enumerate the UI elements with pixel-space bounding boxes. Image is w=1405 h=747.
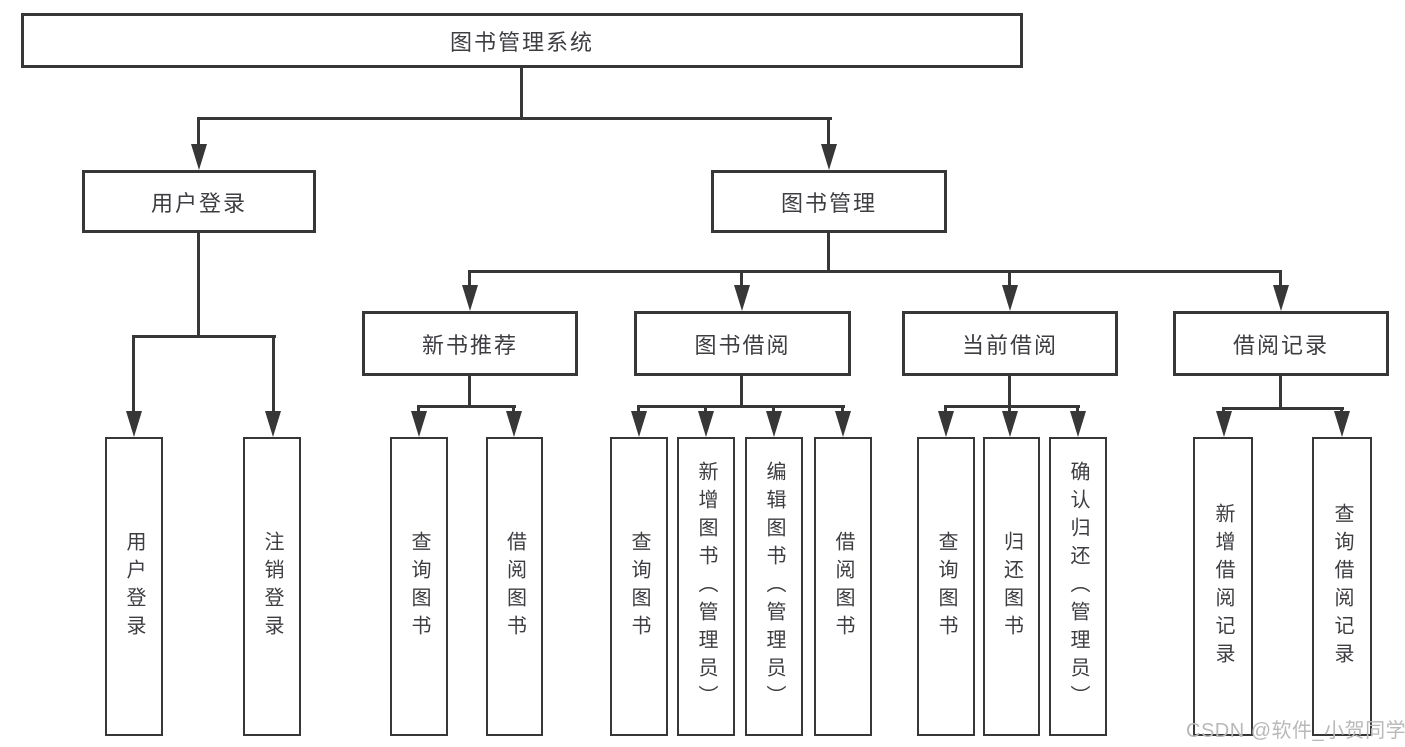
node-book-management: 图书管理	[711, 170, 947, 233]
leaf-add-book-admin-label: 新增图书（管理员）	[695, 460, 717, 713]
connector-line	[468, 270, 471, 288]
leaf-add-borrow-record-label: 新增借阅记录	[1212, 502, 1234, 671]
connector-line	[827, 233, 830, 273]
node-root: 图书管理系统	[21, 13, 1023, 68]
node-new-book-recommend: 新书推荐	[362, 311, 578, 376]
connector-line	[132, 335, 276, 338]
leaf-query-books-borrowing-label: 查询图书	[628, 530, 650, 643]
leaf-edit-book-admin-label: 编辑图书（管理员）	[763, 460, 785, 713]
arrow-down-icon	[1002, 285, 1018, 311]
arrow-down-icon	[835, 411, 851, 437]
arrow-down-icon	[462, 285, 478, 311]
arrow-down-icon	[631, 411, 647, 437]
arrow-down-icon	[126, 411, 142, 437]
leaf-edit-book-admin: 编辑图书（管理员）	[745, 437, 803, 736]
connector-line	[637, 405, 845, 408]
arrow-down-icon	[1216, 411, 1232, 437]
leaf-query-books-borrowing: 查询图书	[610, 437, 668, 736]
leaf-borrow-books-borrowing-label: 借阅图书	[832, 530, 854, 643]
connector-line	[827, 117, 830, 147]
connector-line	[197, 117, 200, 147]
connector-line	[520, 65, 523, 119]
connector-line	[468, 270, 1282, 273]
connector-line	[468, 376, 471, 407]
arrow-down-icon	[265, 411, 281, 437]
connector-line	[740, 270, 743, 288]
connector-line	[1279, 376, 1282, 409]
leaf-borrow-books-borrowing: 借阅图书	[814, 437, 872, 736]
arrow-down-icon	[734, 285, 750, 311]
leaf-add-borrow-record: 新增借阅记录	[1193, 437, 1253, 736]
leaf-user-login: 用户登录	[105, 437, 163, 736]
node-book-borrowing: 图书借阅	[634, 311, 851, 376]
leaf-query-books-current: 查询图书	[917, 437, 975, 736]
leaf-query-borrow-record: 查询借阅记录	[1312, 437, 1372, 736]
arrow-down-icon	[698, 411, 714, 437]
node-current-borrowing: 当前借阅	[902, 311, 1118, 376]
leaf-query-books-recommend: 查询图书	[390, 437, 448, 736]
leaf-add-book-admin: 新增图书（管理员）	[677, 437, 735, 736]
leaf-query-books-recommend-label: 查询图书	[408, 530, 430, 643]
connector-line	[197, 233, 200, 337]
connector-line	[1222, 407, 1344, 410]
leaf-query-books-current-label: 查询图书	[935, 530, 957, 643]
arrow-down-icon	[821, 144, 837, 170]
leaf-borrow-books-recommend: 借阅图书	[486, 437, 543, 736]
node-user-login: 用户登录	[82, 170, 316, 233]
arrow-down-icon	[1273, 285, 1289, 311]
leaf-user-login-label: 用户登录	[123, 530, 145, 643]
leaf-logout: 注销登录	[243, 437, 301, 736]
arrow-down-icon	[506, 411, 522, 437]
arrow-down-icon	[938, 411, 954, 437]
connector-line	[1008, 376, 1011, 407]
leaf-borrow-books-recommend-label: 借阅图书	[503, 530, 526, 643]
connector-line	[944, 405, 1080, 408]
leaf-confirm-return-admin: 确认归还（管理员）	[1049, 437, 1107, 736]
connector-line	[1008, 270, 1011, 288]
arrow-down-icon	[1002, 411, 1018, 437]
arrow-down-icon	[191, 144, 207, 170]
arrow-down-icon	[766, 411, 782, 437]
arrow-down-icon	[1070, 411, 1086, 437]
arrow-down-icon	[411, 411, 427, 437]
leaf-query-borrow-record-label: 查询借阅记录	[1331, 502, 1353, 671]
leaf-logout-label: 注销登录	[261, 530, 283, 643]
connector-line	[132, 335, 135, 413]
connector-line	[272, 335, 275, 413]
connector-line	[1279, 270, 1282, 288]
leaf-confirm-return-admin-label: 确认归还（管理员）	[1067, 460, 1089, 713]
leaf-return-books: 归还图书	[983, 437, 1040, 736]
node-borrow-records: 借阅记录	[1173, 311, 1389, 376]
connector-line	[197, 117, 832, 120]
connector-line	[740, 376, 743, 407]
leaf-return-books-label: 归还图书	[1000, 530, 1023, 643]
watermark-text: CSDN @软件_小贺同学	[1186, 720, 1405, 742]
arrow-down-icon	[1334, 411, 1350, 437]
connector-line	[417, 405, 516, 408]
